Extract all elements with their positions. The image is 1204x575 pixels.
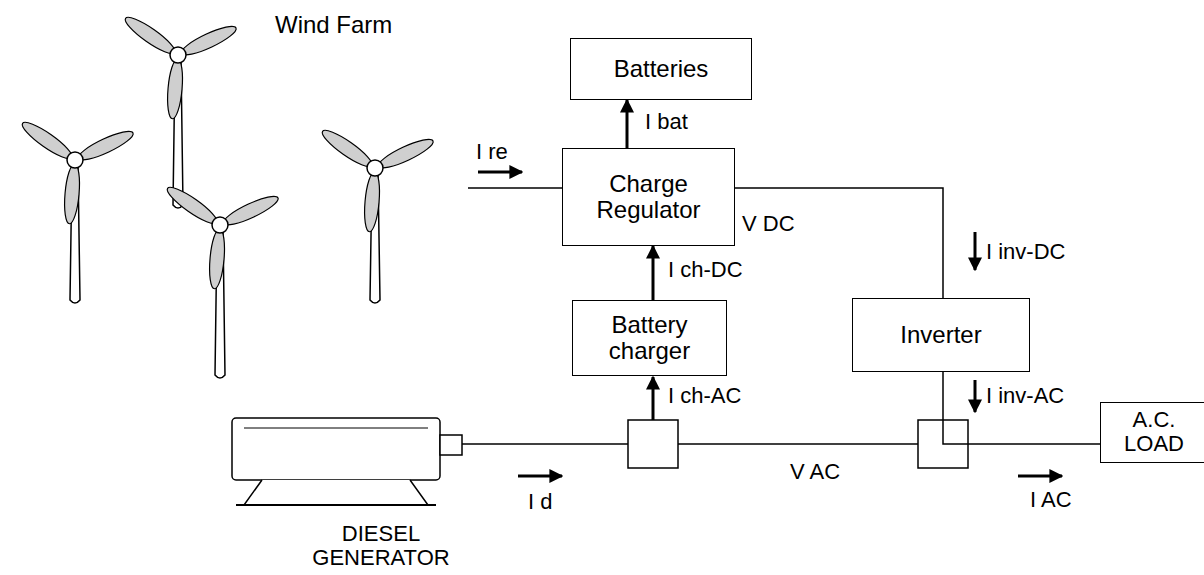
voltage-label: V DC: [742, 212, 795, 236]
regulator-box: Charge Regulator: [562, 148, 735, 246]
current-arrow: [518, 475, 562, 478]
node-label: A.C. LOAD: [1108, 408, 1200, 456]
node-label: Charge Regulator: [570, 171, 727, 224]
connector: [735, 188, 943, 298]
turbine-hub: [212, 217, 228, 233]
node-label: Batteries: [614, 56, 709, 82]
node-label: Inverter: [900, 322, 981, 348]
turbine-blade: [165, 58, 184, 119]
current-label: I re: [476, 140, 508, 164]
current-label: I d: [528, 490, 552, 514]
group-title: Wind Farm: [275, 12, 392, 38]
turbine-hub: [170, 47, 186, 63]
ac-bus: [462, 443, 628, 445]
current-arrow: [974, 232, 977, 270]
current-arrow: [974, 380, 977, 412]
turbine-blade: [62, 163, 81, 224]
current-arrow: [478, 171, 522, 174]
current-arrow: [1018, 475, 1062, 478]
connector: [943, 372, 1100, 444]
wind-turbine: [19, 118, 136, 303]
turbine-blade: [376, 135, 436, 173]
turbine-hub: [67, 152, 83, 168]
wind-turbines: [19, 13, 436, 378]
current-label: I inv-AC: [986, 384, 1064, 408]
current-label: I inv-DC: [986, 240, 1065, 264]
generator-skid: [236, 504, 436, 506]
current-label: I ch-AC: [668, 384, 741, 408]
inverter-box: Inverter: [852, 298, 1030, 372]
wind-turbine: [319, 126, 436, 303]
turbine-blade: [179, 22, 239, 60]
current-label: I AC: [1030, 488, 1072, 512]
battery-box: Batteries: [570, 38, 752, 100]
diesel-generator: [232, 418, 462, 505]
turbine-blade: [221, 192, 281, 230]
charger-box: Battery charger: [572, 300, 727, 376]
node-label: Battery charger: [580, 312, 719, 365]
dc-wire: [468, 187, 562, 189]
connector: [652, 246, 655, 300]
load-box: A.C. LOAD: [1100, 402, 1204, 463]
voltage-label: V AC: [790, 460, 840, 484]
generator-trim: [244, 428, 428, 429]
component-label: DIESEL GENERATOR: [296, 522, 466, 570]
turbine-blade: [207, 228, 226, 289]
current-label: I ch-DC: [668, 258, 743, 282]
generator-shaft: [440, 435, 462, 455]
turbine-hub: [367, 160, 383, 176]
wind-turbine: [164, 183, 281, 378]
turbine-blade: [362, 171, 381, 232]
generator-body: [232, 418, 440, 480]
current-arrow: [652, 377, 655, 420]
current-label: I bat: [645, 110, 688, 134]
junction-box: [628, 420, 678, 468]
wind-turbine: [122, 13, 239, 208]
generator-base: [244, 480, 428, 505]
connector: [626, 100, 629, 148]
turbine-blade: [76, 127, 136, 165]
ac-bus: [678, 443, 918, 445]
